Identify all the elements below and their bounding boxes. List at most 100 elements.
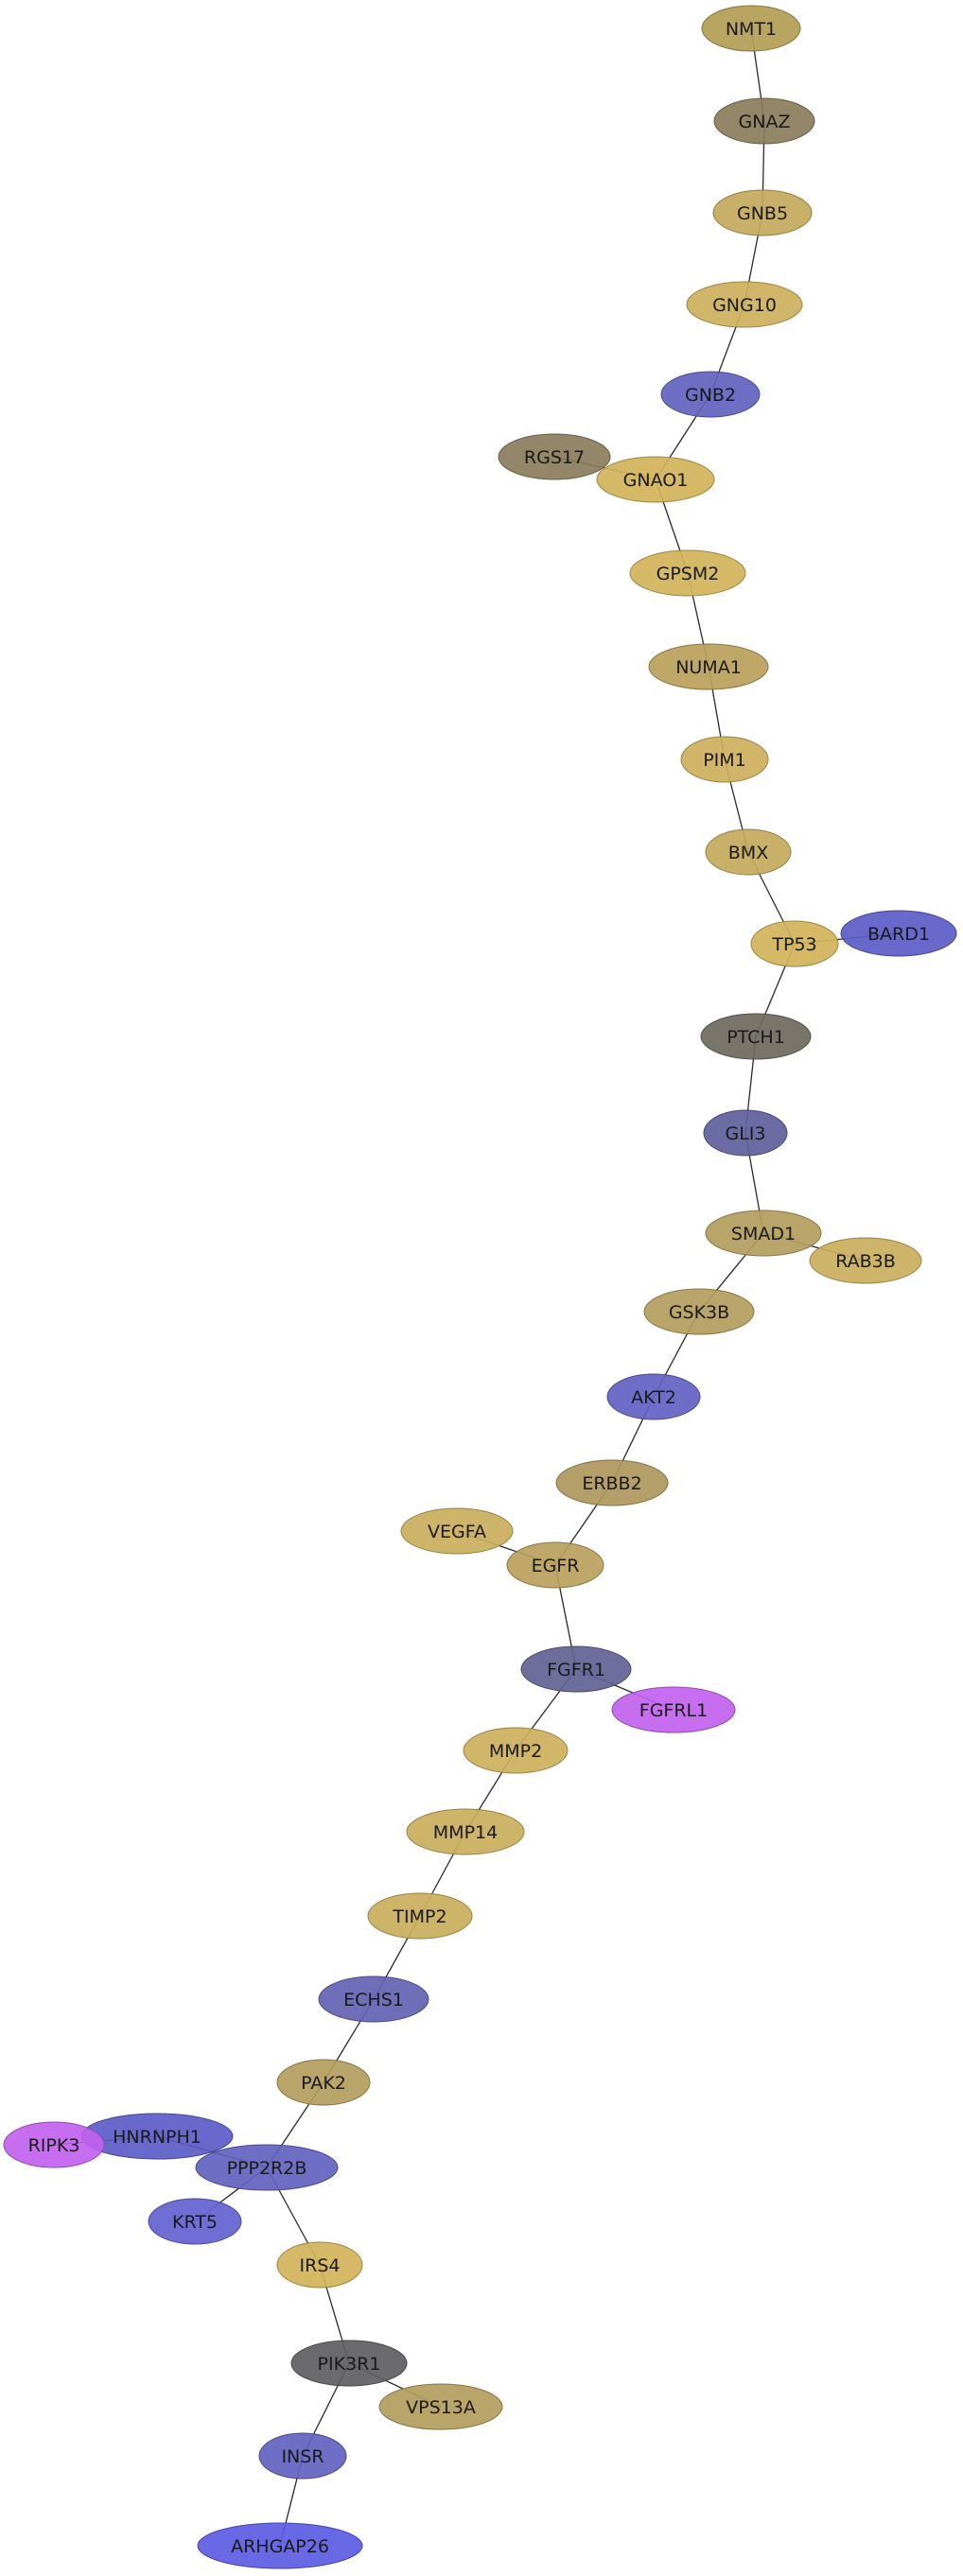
node-ellipse <box>3 2121 105 2168</box>
node-label: BARD1 <box>867 924 930 945</box>
node-akt2[interactable]: AKT2 <box>606 1373 701 1420</box>
node-ellipse <box>498 433 611 480</box>
node-label: RGS17 <box>524 447 585 468</box>
node-ellipse <box>318 1976 429 2023</box>
node-ellipse <box>463 1727 569 1774</box>
node-gnaz[interactable]: GNAZ <box>713 97 815 145</box>
node-timp2[interactable]: TIMP2 <box>367 1892 473 1940</box>
node-ppp2r2b[interactable]: PPP2R2B <box>195 2144 339 2191</box>
node-numa1[interactable]: NUMA1 <box>648 643 769 690</box>
node-label: SMAD1 <box>731 1224 796 1244</box>
node-mmp14[interactable]: MMP14 <box>406 1808 525 1855</box>
node-label: GNB5 <box>737 203 788 224</box>
node-krt5[interactable]: KRT5 <box>148 2198 242 2245</box>
node-label: ECHS1 <box>343 1990 404 2010</box>
node-fgfr1[interactable]: FGFR1 <box>520 1645 632 1693</box>
node-label: GSK3B <box>669 1302 729 1323</box>
node-label: PPP2R2B <box>227 2158 307 2179</box>
node-ellipse <box>703 1109 788 1157</box>
node-ellipse <box>148 2198 242 2245</box>
node-ellipse <box>809 1237 922 1284</box>
node-gnb5[interactable]: GNB5 <box>712 189 813 236</box>
node-label: INSR <box>281 2446 324 2467</box>
node-gli3[interactable]: GLI3 <box>703 1109 788 1157</box>
node-vegfa[interactable]: VEGFA <box>400 1507 514 1555</box>
node-nmt1[interactable]: NMT1 <box>701 5 801 52</box>
node-label: RIPK3 <box>28 2135 80 2156</box>
node-label: GNAO1 <box>623 470 689 491</box>
node-label: MMP14 <box>433 1822 498 1843</box>
node-ellipse <box>555 1459 669 1506</box>
node-gsk3b[interactable]: GSK3B <box>643 1288 755 1335</box>
node-gpsm2[interactable]: GPSM2 <box>629 549 746 597</box>
node-ellipse <box>520 1645 632 1693</box>
node-gng10[interactable]: GNG10 <box>686 281 803 328</box>
node-label: MMP2 <box>489 1741 542 1762</box>
node-label: VEGFA <box>428 1522 486 1542</box>
node-ellipse <box>276 2241 363 2289</box>
node-label: FGFRL1 <box>639 1700 708 1721</box>
node-echs1[interactable]: ECHS1 <box>318 1976 429 2023</box>
node-ellipse <box>713 97 815 145</box>
node-label: EGFR <box>532 1556 580 1576</box>
node-ellipse <box>406 1808 525 1855</box>
node-mmp2[interactable]: MMP2 <box>463 1727 569 1774</box>
node-pim1[interactable]: PIM1 <box>680 736 769 783</box>
node-ellipse <box>506 1541 604 1589</box>
node-label: NUMA1 <box>675 657 742 678</box>
node-bard1[interactable]: BARD1 <box>840 910 957 957</box>
node-label: VPS13A <box>406 2397 476 2418</box>
node-vps13a[interactable]: VPS13A <box>378 2383 503 2430</box>
node-ellipse <box>840 910 957 957</box>
node-gnao1[interactable]: GNAO1 <box>596 456 715 503</box>
node-ripk3[interactable]: RIPK3 <box>3 2121 105 2168</box>
node-ellipse <box>705 828 792 876</box>
node-label: GNAZ <box>739 112 791 132</box>
node-label: TIMP2 <box>392 1906 446 1927</box>
node-label: AKT2 <box>631 1387 676 1408</box>
node-ellipse <box>290 2340 408 2387</box>
node-label: GLI3 <box>725 1123 765 1144</box>
node-irs4[interactable]: IRS4 <box>276 2241 363 2289</box>
node-label: PIK3R1 <box>318 2354 381 2375</box>
node-ellipse <box>596 456 715 503</box>
node-pak2[interactable]: PAK2 <box>276 2059 371 2106</box>
node-insr[interactable]: INSR <box>258 2432 347 2480</box>
node-ellipse <box>195 2144 339 2191</box>
node-label: GNG10 <box>712 295 777 316</box>
node-ellipse <box>197 2522 363 2569</box>
node-pik3r1[interactable]: PIK3R1 <box>290 2340 408 2387</box>
node-rgs17[interactable]: RGS17 <box>498 433 611 480</box>
node-ellipse <box>705 1210 822 1257</box>
node-egfr[interactable]: EGFR <box>506 1541 604 1589</box>
node-ellipse <box>686 281 803 328</box>
node-smad1[interactable]: SMAD1 <box>705 1210 822 1257</box>
node-erbb2[interactable]: ERBB2 <box>555 1459 669 1506</box>
node-ellipse <box>611 1686 736 1733</box>
node-ellipse <box>750 920 839 967</box>
node-ellipse <box>258 2432 347 2480</box>
node-label: KRT5 <box>172 2212 218 2233</box>
node-rab3b[interactable]: RAB3B <box>809 1237 922 1284</box>
node-ellipse <box>400 1507 514 1555</box>
node-label: BMX <box>728 843 768 863</box>
node-ellipse <box>712 189 813 236</box>
node-bmx[interactable]: BMX <box>705 828 792 876</box>
node-label: NMT1 <box>726 19 777 40</box>
node-ellipse <box>367 1892 473 1940</box>
node-label: PIM1 <box>703 750 746 771</box>
node-label: ARHGAP26 <box>231 2536 329 2557</box>
node-label: TP53 <box>771 934 816 955</box>
node-arhgap26[interactable]: ARHGAP26 <box>197 2522 363 2569</box>
node-ellipse <box>378 2383 503 2430</box>
node-gnb2[interactable]: GNB2 <box>660 371 761 418</box>
node-label: RAB3B <box>835 1251 896 1272</box>
node-fgfrl1[interactable]: FGFRL1 <box>611 1686 736 1733</box>
node-ellipse <box>701 5 801 52</box>
node-tp53[interactable]: TP53 <box>750 920 839 967</box>
node-label: PTCH1 <box>727 1027 785 1048</box>
node-ptch1[interactable]: PTCH1 <box>700 1013 812 1060</box>
node-label: PAK2 <box>301 2073 346 2094</box>
node-hnrnph1[interactable]: HNRNPH1 <box>80 2113 234 2160</box>
